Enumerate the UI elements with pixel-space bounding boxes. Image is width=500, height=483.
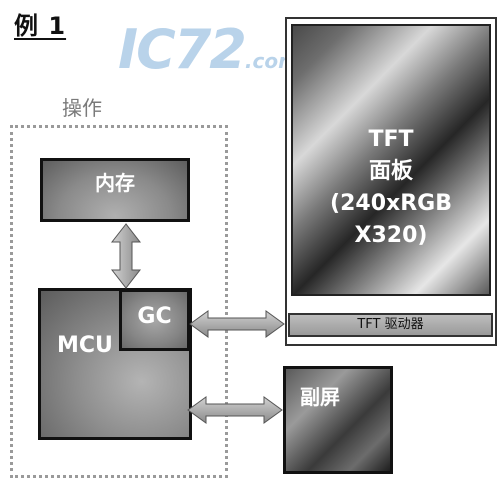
tft-panel-line: (240xRGB <box>330 191 452 216</box>
example-title: 例 1 <box>14 12 67 40</box>
gc-tft-arrow <box>189 310 285 338</box>
watermark-main: IC72 <box>118 18 247 81</box>
tft-panel-text: TFT 面板 (240xRGB X320) <box>293 124 489 252</box>
memory-block: 内存 <box>40 158 190 222</box>
mcu-subscreen-arrow <box>187 396 283 424</box>
gc-block: GC <box>119 289 190 351</box>
tft-panel-line: X320) <box>354 223 428 248</box>
tft-driver-block: TFT 驱动器 <box>288 313 493 337</box>
memory-mcu-arrow <box>110 223 142 289</box>
operation-label: 操作 <box>62 96 102 120</box>
sub-screen-label: 副屏 <box>300 385 340 409</box>
tft-panel-line: TFT <box>368 127 414 152</box>
mcu-label: MCU <box>57 333 113 358</box>
operation-region <box>10 125 228 478</box>
gc-label: GC <box>137 304 172 329</box>
ic72-watermark: IC72.com <box>118 18 299 81</box>
tft-panel: TFT 面板 (240xRGB X320) <box>291 24 491 296</box>
tft-panel-line: 面板 <box>368 159 413 184</box>
memory-label: 内存 <box>95 171 135 195</box>
sub-screen-block: 副屏 <box>283 366 393 474</box>
